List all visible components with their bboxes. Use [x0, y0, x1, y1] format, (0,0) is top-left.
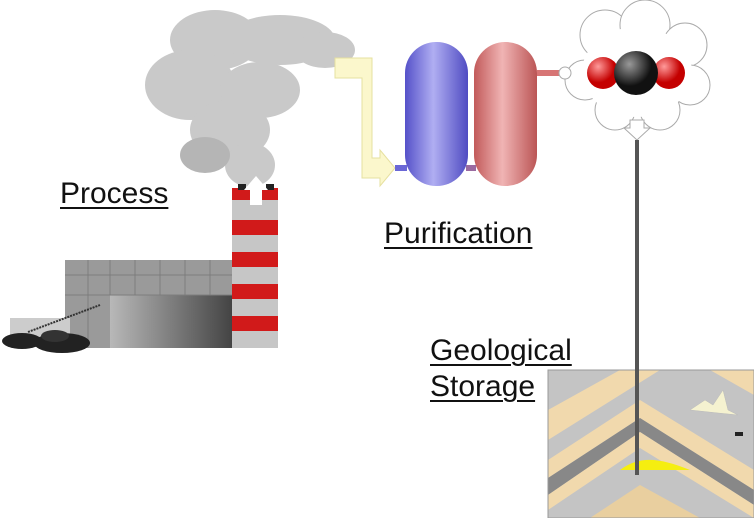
factory-building — [10, 260, 232, 348]
injection-well-pipe — [635, 140, 639, 475]
coal-pile — [2, 330, 90, 353]
connector-pipe — [395, 165, 407, 171]
up-arrow-icon — [244, 176, 268, 205]
purification-label: Purification — [384, 217, 533, 250]
geological-label: Geological — [430, 334, 572, 367]
storage-label: Storage — [430, 370, 536, 403]
down-arrow-icon — [622, 119, 652, 141]
connector-pipe — [466, 165, 476, 171]
co2-outlet-pipe — [537, 70, 559, 76]
geological-strata — [548, 370, 754, 518]
flue-gas-pipe — [334, 57, 396, 188]
red-stripper-column — [474, 42, 537, 186]
co2-molecule-icon — [587, 51, 685, 95]
blue-absorber-column — [405, 42, 468, 186]
chimney — [232, 184, 278, 348]
process-label: Process — [60, 177, 169, 210]
smoke-cloud — [145, 10, 355, 187]
